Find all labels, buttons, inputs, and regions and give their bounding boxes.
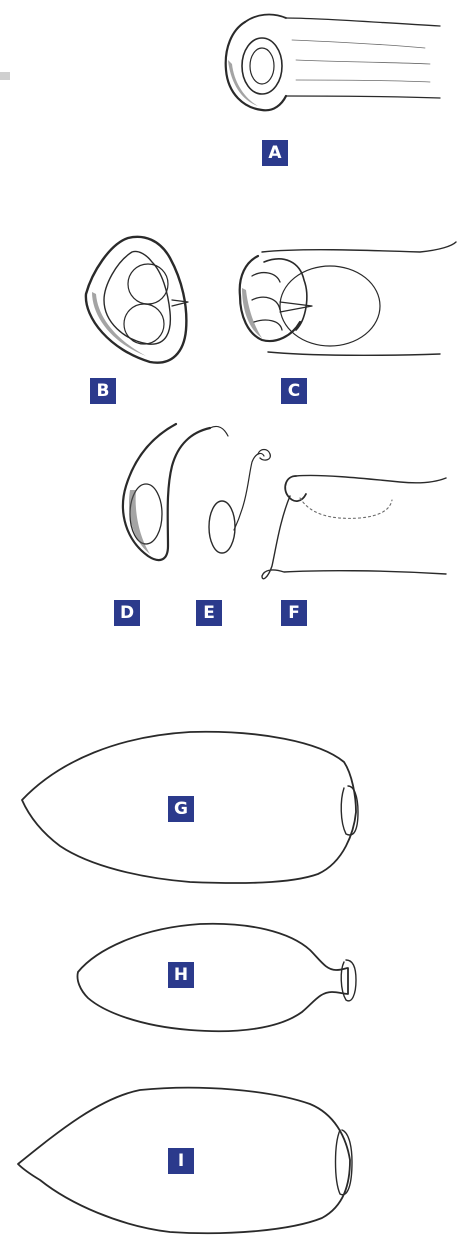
drawing-d bbox=[123, 424, 228, 560]
panel-label-e: E bbox=[196, 600, 222, 626]
drawing-b bbox=[86, 237, 188, 363]
drawing-f bbox=[262, 475, 446, 578]
drawing-a bbox=[226, 15, 440, 111]
panel-label-a: A bbox=[262, 140, 288, 166]
panel-label-c: C bbox=[281, 378, 307, 404]
drawing-c bbox=[240, 242, 456, 355]
panel-label-b: B bbox=[90, 378, 116, 404]
panel-label-f: F bbox=[281, 600, 307, 626]
panel-label-g: G bbox=[168, 796, 194, 822]
panel-label-i: I bbox=[168, 1148, 194, 1174]
panel-label-d: D bbox=[114, 600, 140, 626]
drawing-h bbox=[77, 924, 356, 1031]
drawing-e bbox=[209, 450, 270, 554]
panel-label-h: H bbox=[168, 962, 194, 988]
